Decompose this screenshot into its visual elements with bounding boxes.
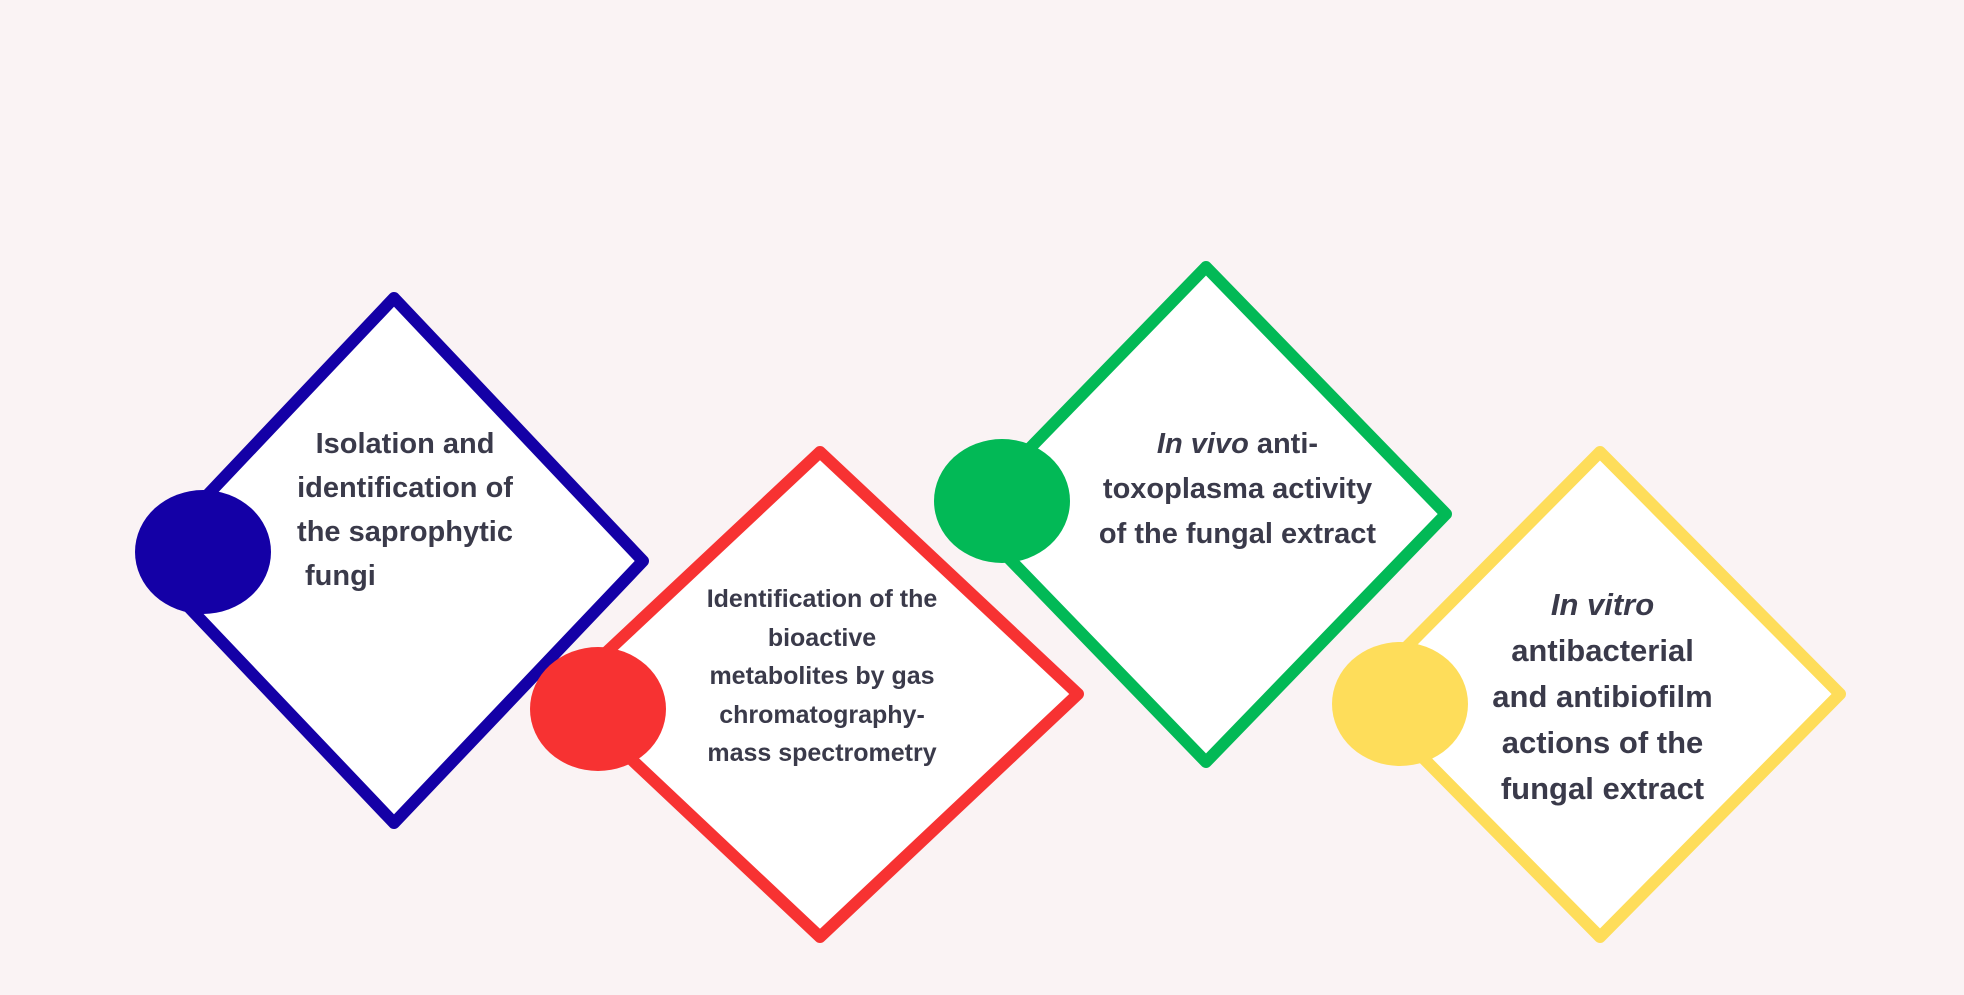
- step-3-line-3: of the fungal extract: [1098, 518, 1377, 550]
- step-4-line-2: antibacterial: [1511, 633, 1694, 668]
- step-1-marker: [135, 490, 271, 614]
- step-2-diamond: [556, 446, 1084, 943]
- step-4-line-3: and antibiofilm: [1492, 679, 1713, 714]
- step-4-marker: [1332, 642, 1468, 766]
- step-1-line-2: identification of: [297, 472, 513, 504]
- step-2-marker: [530, 647, 666, 771]
- step-2-line-5: mass spectrometry: [707, 739, 937, 767]
- step-4-emphasis: In vitro: [1550, 587, 1655, 622]
- step-1-line-1: Isolation and: [315, 428, 495, 460]
- step-3-emphasis: In vivo: [1156, 428, 1249, 460]
- step-2-label: Identification of the bioactive metaboli…: [672, 580, 972, 773]
- step-1-diamond: [139, 292, 649, 829]
- step-3-line-1-rest: anti-: [1248, 428, 1319, 460]
- step-1-label: Isolation and identification of the sapr…: [255, 422, 555, 598]
- step-4-diamond: [1354, 446, 1846, 943]
- step-3-line-1: In vivo anti-: [1060, 422, 1415, 467]
- step-2-line-2: bioactive: [767, 623, 877, 652]
- step-2-line-4: chromatography-: [719, 700, 925, 729]
- step-4-line-4: actions of the: [1501, 725, 1704, 760]
- step-4-label: In vitro antibacterial and antibiofilm a…: [1450, 582, 1755, 812]
- step-3-label: In vivo anti- toxoplasma activity of the…: [1060, 422, 1415, 557]
- step-3-marker: [934, 439, 1070, 563]
- step-3-diamond: [960, 261, 1452, 768]
- step-3-line-2: toxoplasma activity: [1102, 473, 1373, 505]
- step-4-line-5: fungal extract: [1500, 771, 1705, 806]
- step-4-line-1: In vitro: [1450, 582, 1755, 628]
- step-1-line-4: fungi: [305, 560, 376, 592]
- step-1-line-3: the saprophytic: [297, 516, 513, 548]
- step-2-line-3: metabolites by gas: [709, 662, 935, 690]
- step-2-line-1: Identification of the: [706, 585, 938, 613]
